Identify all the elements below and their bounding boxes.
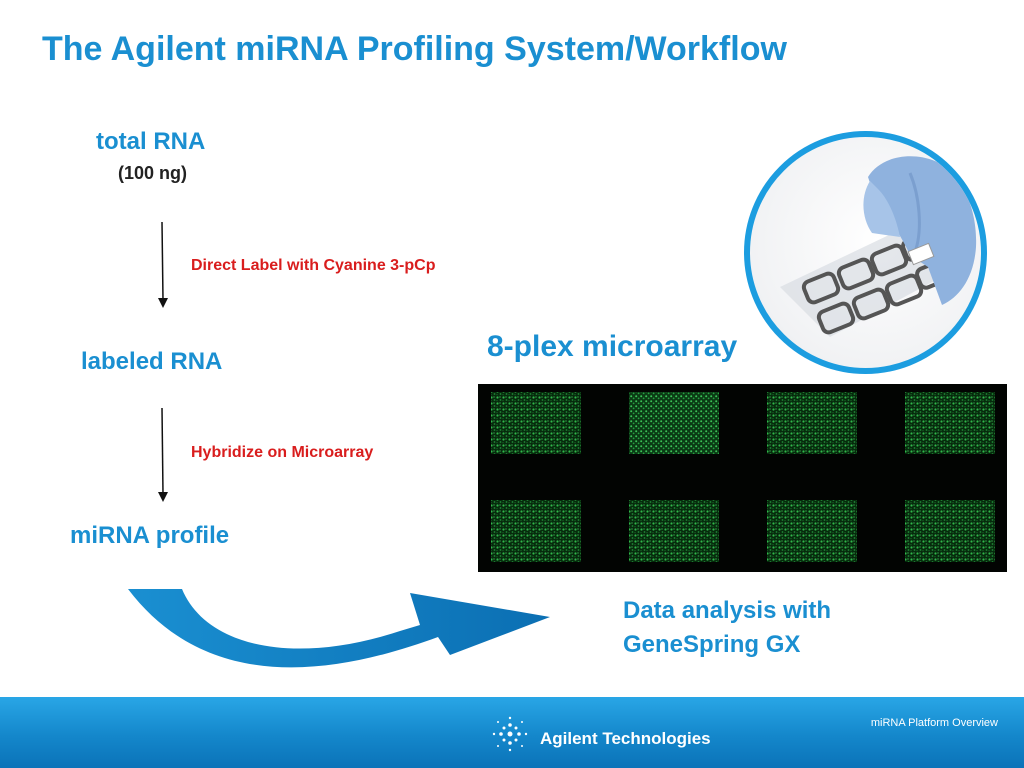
microarray-label: 8-plex microarray [487,330,738,363]
action-hybridize: Hybridize on Microarray [191,444,374,461]
curved-arrow-icon [128,589,550,668]
agilent-brand-name: Agilent Technologies [540,729,711,748]
agilent-spark-logo-icon [492,716,528,752]
data-analysis-text: Data analysis with GeneSpring GX [623,594,923,662]
step-labeled-rna: labeled RNA [81,348,223,375]
microarray-scan-image [478,384,1007,572]
step-total-rna: total RNA [96,128,206,155]
data-analysis-line2: GeneSpring GX [623,631,801,658]
step-total-rna-amount: (100 ng) [118,163,188,183]
data-analysis-line1: Data analysis with [623,597,832,624]
down-arrow-1 [158,222,168,308]
down-arrow-2 [158,408,168,502]
slide-footer-label: miRNA Platform Overview [870,717,998,729]
footer-band: Agilent Technologies miRNA Platform Over… [0,697,1024,768]
microarray-slide-photo [744,131,987,374]
step-mirna-profile: miRNA profile [70,522,230,549]
slide-title: The Agilent miRNA Profiling System/Workf… [42,30,787,68]
action-direct-label: Direct Label with Cyanine 3-pCp [191,257,436,274]
